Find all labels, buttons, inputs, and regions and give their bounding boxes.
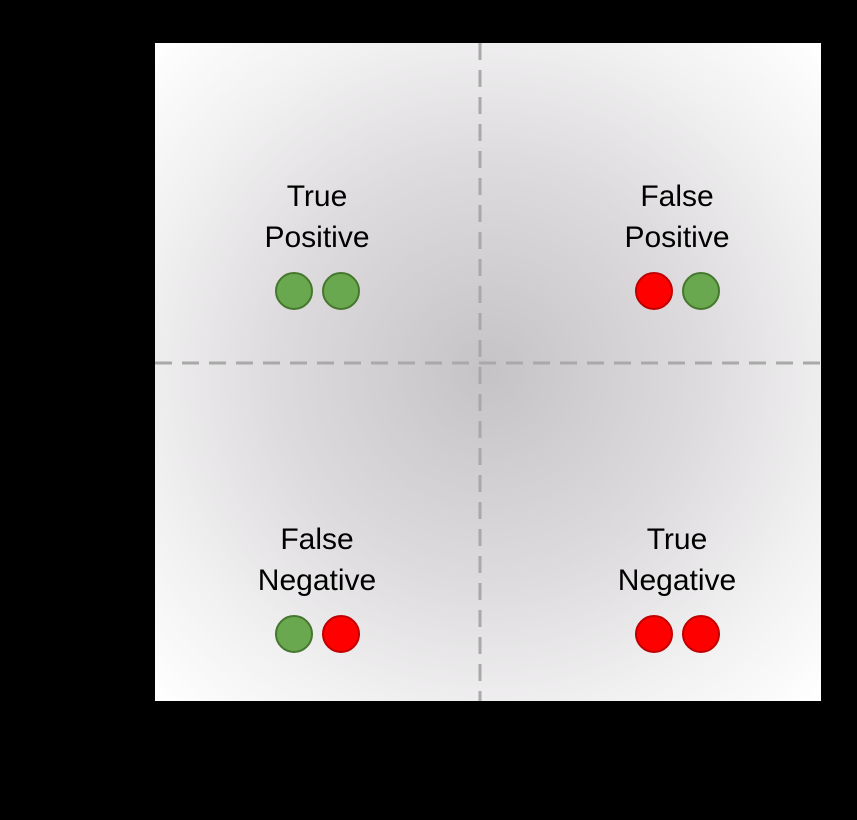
quadrant-dividers: [155, 43, 821, 701]
green-dot: [274, 272, 313, 310]
quadrant-label-line2: Positive: [264, 221, 370, 254]
red-dot: [321, 615, 360, 653]
red-dot: [634, 272, 673, 310]
quadrant-label-line1: False: [280, 523, 354, 556]
quadrant-false-positive: False Positive: [527, 176, 827, 310]
quadrant-label-line1: True: [646, 523, 708, 556]
green-dot: [274, 615, 313, 653]
quadrant-label-line2: Positive: [624, 221, 730, 254]
quadrant-true-positive: True Positive: [167, 176, 467, 310]
red-dot: [634, 615, 673, 653]
quadrant-label-line1: False: [640, 180, 714, 213]
quadrant-false-negative: False Negative: [167, 519, 467, 653]
dot-row: [274, 272, 360, 310]
quadrant-true-negative: True Negative: [527, 519, 827, 653]
dot-row: [634, 615, 720, 653]
quadrant-label-line2: Negative: [617, 564, 737, 597]
plot-area: True Positive False Positive False Negat…: [155, 43, 821, 701]
red-dot: [681, 615, 720, 653]
quadrant-label-line2: Negative: [257, 564, 377, 597]
quadrant-label-line1: True: [286, 180, 348, 213]
dot-row: [274, 615, 360, 653]
green-dot: [321, 272, 360, 310]
green-dot: [681, 272, 720, 310]
dot-row: [634, 272, 720, 310]
